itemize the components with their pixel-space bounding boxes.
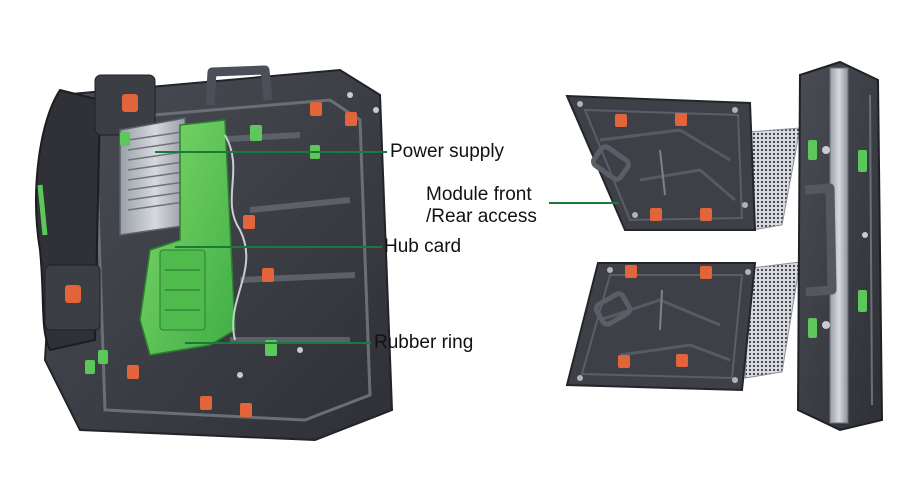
hub-card-cover — [139, 119, 236, 356]
hub-card-label: Hub card — [384, 236, 462, 257]
module-access-leader — [549, 202, 619, 204]
cabinet-side-profile — [796, 60, 884, 432]
module-access-label: Module front /Rear access — [426, 184, 537, 228]
power-supply-label: Power supply — [390, 141, 505, 162]
module-access-label-line2: /Rear access — [426, 206, 537, 227]
rubber-ring-label: Rubber ring — [374, 332, 474, 353]
rubber-ring-leader — [185, 342, 371, 344]
carry-handle — [205, 65, 273, 106]
power-supply-leader — [155, 151, 387, 153]
cabinet-rear-view — [35, 65, 394, 442]
module-locks — [127, 102, 357, 417]
power-supply-unit — [119, 117, 191, 236]
rubber-rings — [85, 125, 320, 374]
module-front-rear-access-top — [565, 94, 801, 231]
module-access-label-line1: Module front — [426, 184, 532, 205]
side-handle — [804, 183, 837, 297]
hub-card-leader — [175, 246, 382, 248]
module-front-rear-access-bottom — [565, 261, 801, 392]
